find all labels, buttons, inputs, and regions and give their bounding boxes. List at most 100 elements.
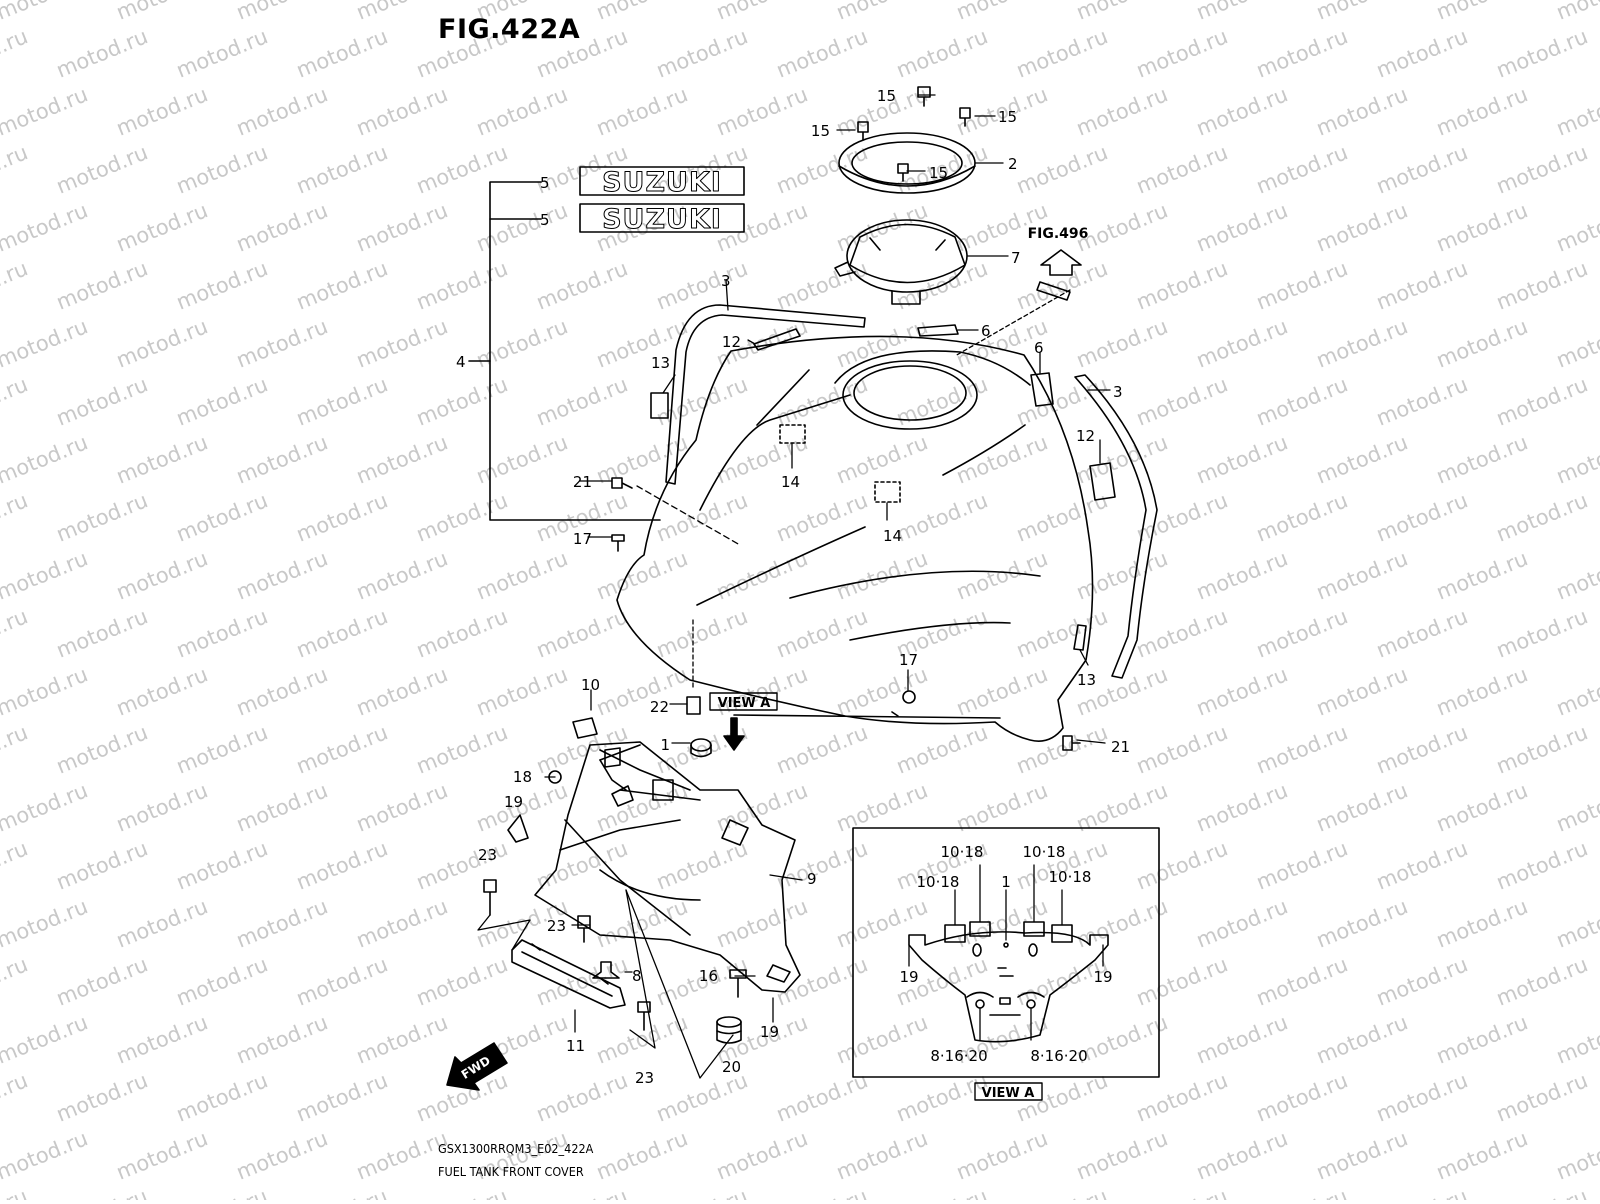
watermark-text: motod.ru	[1553, 0, 1600, 25]
watermark-text: motod.ru	[233, 778, 331, 836]
watermark-text: motod.ru	[653, 604, 751, 662]
watermark-text: motod.ru	[773, 952, 871, 1010]
watermark-text: motod.ru	[173, 488, 271, 546]
callout-23: 23	[635, 1069, 654, 1087]
view-a-arrow	[723, 717, 745, 751]
watermark-text: motod.ru	[833, 894, 931, 952]
watermark-text: motod.ru	[173, 604, 271, 662]
watermark-text: motod.ru	[1253, 140, 1351, 198]
watermark-text: motod.ru	[1553, 430, 1600, 488]
figure-title: FIG.422A	[438, 14, 581, 45]
watermark-text: motod.ru	[233, 894, 331, 952]
watermark-text: motod.ru	[1253, 24, 1351, 82]
watermark-text: motod.ru	[1493, 372, 1591, 430]
watermark-text: motod.ru	[413, 256, 511, 314]
watermark-text: motod.ru	[1193, 82, 1291, 140]
bolts-15	[857, 86, 971, 182]
watermark-text: motod.ru	[1493, 256, 1591, 314]
watermark-text: motod.ru	[53, 952, 151, 1010]
watermark-text: motod.ru	[773, 1184, 871, 1200]
callout-3: 3	[1113, 383, 1123, 401]
watermark-text: motod.ru	[593, 1126, 691, 1184]
watermark-text: motod.ru	[233, 662, 331, 720]
callout-22: 22	[650, 698, 669, 716]
watermark-text: motod.ru	[0, 256, 31, 314]
watermark-text: motod.ru	[833, 1010, 931, 1068]
callout-19: 19	[760, 1023, 779, 1041]
bolt-21-right	[1062, 735, 1081, 751]
watermark-text: motod.ru	[1493, 24, 1591, 82]
watermark-text: motod.ru	[353, 314, 451, 372]
callout-1: 1	[660, 736, 670, 754]
fig-496-label[interactable]: FIG.496	[1028, 226, 1089, 242]
watermark-text: motod.ru	[293, 488, 391, 546]
callout-12: 12	[1076, 427, 1095, 445]
watermark-text: motod.ru	[0, 836, 31, 894]
watermark-text: motod.ru	[473, 198, 571, 256]
watermark-text: motod.ru	[0, 1010, 91, 1068]
watermark-text: motod.ru	[1373, 488, 1471, 546]
pad-12-right	[1089, 462, 1116, 501]
watermark-text: motod.ru	[53, 720, 151, 778]
watermark-text: motod.ru	[473, 82, 571, 140]
watermark-text: motod.ru	[773, 720, 871, 778]
svg-text:SUZUKI: SUZUKI	[602, 204, 722, 235]
watermark-text: motod.ru	[1133, 256, 1231, 314]
watermark-text: motod.ru	[233, 1126, 331, 1184]
watermark-text: motod.ru	[1013, 604, 1111, 662]
watermark-text: motod.ru	[1493, 140, 1591, 198]
watermark-text: motod.ru	[173, 140, 271, 198]
callout-9: 9	[807, 870, 817, 888]
watermark-text: motod.ru	[1193, 662, 1291, 720]
watermark-text: motod.ru	[1133, 488, 1231, 546]
watermark-text: motod.ru	[293, 24, 391, 82]
watermark-text: motod.ru	[533, 372, 631, 430]
watermark-text: motod.ru	[1013, 488, 1111, 546]
decal-14-b	[874, 481, 901, 503]
watermark-text: motod.ru	[293, 836, 391, 894]
watermark-text: motod.ru	[353, 1010, 451, 1068]
watermark-text: motod.ru	[1193, 546, 1291, 604]
watermark-text: motod.ru	[53, 140, 151, 198]
watermark-text: motod.ru	[1073, 82, 1171, 140]
watermark-text: motod.ru	[1553, 1126, 1600, 1184]
watermark-text: motod.ru	[473, 662, 571, 720]
watermark-text: motod.ru	[173, 952, 271, 1010]
watermark-text: motod.ru	[533, 1184, 631, 1200]
watermark-text: motod.ru	[1013, 256, 1111, 314]
watermark-text: motod.ru	[1253, 720, 1351, 778]
watermark-text: motod.ru	[113, 1010, 211, 1068]
watermark-text: motod.ru	[473, 314, 571, 372]
watermark-text: motod.ru	[1313, 314, 1411, 372]
watermark-text: motod.ru	[1193, 1010, 1291, 1068]
watermark-text: motod.ru	[1493, 1184, 1591, 1200]
watermark-text: motod.ru	[713, 778, 811, 836]
suzuki-emblem-lower: SUZUKI	[579, 203, 745, 236]
watermark-text: motod.ru	[173, 720, 271, 778]
watermark-text: motod.ru	[713, 662, 811, 720]
callout-23: 23	[547, 917, 566, 935]
watermark-text: motod.ru	[1193, 430, 1291, 488]
watermark-text: motod.ru	[1253, 836, 1351, 894]
watermark-text: motod.ru	[53, 1068, 151, 1126]
watermark-text: motod.ru	[833, 0, 931, 25]
watermark-text: motod.ru	[173, 256, 271, 314]
watermark-text: motod.ru	[233, 198, 331, 256]
watermark-text: motod.ru	[293, 952, 391, 1010]
watermark-text: motod.ru	[1433, 430, 1531, 488]
watermark-text: motod.ru	[1313, 778, 1411, 836]
watermark-text: motod.ru	[953, 430, 1051, 488]
inset-callout-8-16-20: 8·16·20	[1030, 1047, 1087, 1065]
watermark-text: motod.ru	[1313, 546, 1411, 604]
watermark-text: motod.ru	[713, 198, 811, 256]
watermark-text: motod.ru	[1133, 720, 1231, 778]
inset-callout-10-18: 10·18	[941, 843, 984, 861]
watermark-text: motod.ru	[353, 778, 451, 836]
watermark-text: motod.ru	[593, 0, 691, 25]
view-a-label-inset: VIEW A	[982, 1086, 1035, 1101]
watermark-text: motod.ru	[1193, 0, 1291, 25]
watermark-text: motod.ru	[113, 778, 211, 836]
watermark-text: motod.ru	[1493, 952, 1591, 1010]
